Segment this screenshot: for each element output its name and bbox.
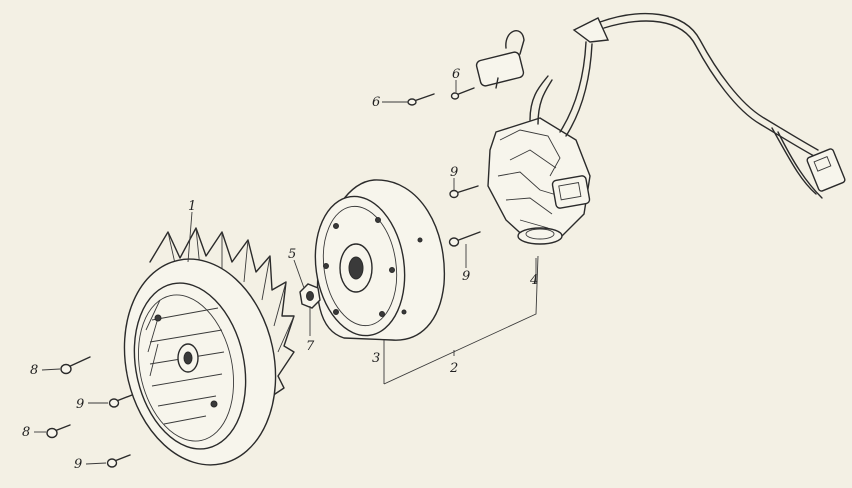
rotor-flywheel xyxy=(314,179,446,341)
callout-7: 7 xyxy=(306,339,315,354)
leader-lines xyxy=(34,80,539,465)
screw-part-9-fan-upper xyxy=(108,394,133,408)
callout-labels: 1 2 3 4 5 6 6 7 8 8 9 9 9 9 xyxy=(22,67,538,472)
callout-6-left: 6 xyxy=(372,95,380,110)
screw-part-6-left xyxy=(407,93,435,106)
callout-9-stator-upper: 9 xyxy=(450,165,458,180)
callout-3: 3 xyxy=(372,351,380,366)
nut-part-5 xyxy=(299,283,321,309)
callout-4: 4 xyxy=(529,273,538,288)
bolt-part-8-lower xyxy=(46,424,71,439)
cooling-fan xyxy=(123,227,295,466)
callout-8-upper: 8 xyxy=(30,363,38,378)
bolt-part-8-upper xyxy=(60,356,91,375)
callout-9-fan-upper: 9 xyxy=(76,397,84,412)
screw-part-9-fan-lower xyxy=(106,454,131,468)
callout-8-lower: 8 xyxy=(22,425,30,440)
callout-1: 1 xyxy=(188,199,196,214)
callout-6-right: 6 xyxy=(452,67,460,82)
callout-2: 2 xyxy=(449,361,458,376)
screw-part-9-stator-lower xyxy=(448,231,481,247)
screw-part-6-right xyxy=(450,87,475,100)
callout-9-fan-lower: 9 xyxy=(74,457,82,472)
screw-part-9-stator-upper xyxy=(449,185,479,199)
stator-assembly xyxy=(475,12,846,245)
callout-9-stator-lower: 9 xyxy=(462,269,470,284)
callout-5: 5 xyxy=(288,247,296,262)
